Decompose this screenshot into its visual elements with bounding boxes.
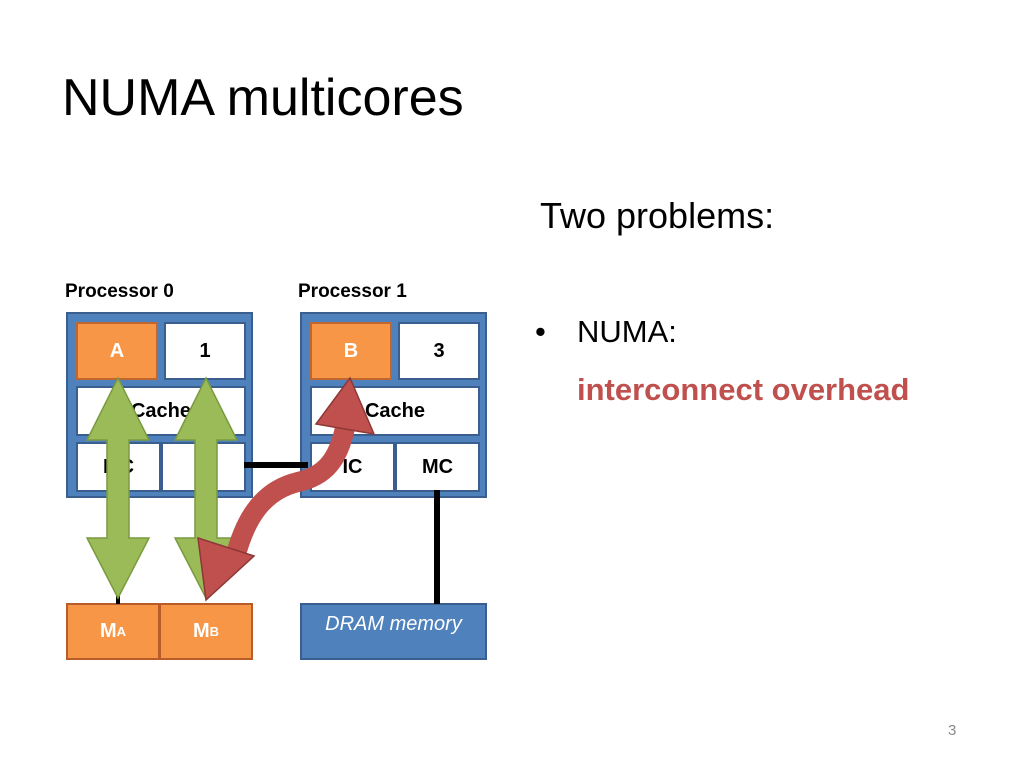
- local-access-arrow-a: [85, 376, 151, 600]
- highlight-text: interconnect overhead: [577, 372, 910, 407]
- slide-subtitle: Two problems:: [540, 195, 775, 236]
- bullet-item: • NUMA:: [535, 312, 677, 352]
- bullet-marker: •: [535, 314, 546, 349]
- interconnect-arrow-head-top: [314, 376, 376, 435]
- dram-memory: DRAM memory: [300, 603, 487, 660]
- slide-title: NUMA multicores: [62, 69, 464, 127]
- processor-0-label: Processor 0: [65, 281, 174, 302]
- page-number: 3: [948, 722, 957, 739]
- interconnect-arrow-body: [225, 425, 355, 561]
- dram-memory-label: DRAM memory: [325, 613, 462, 635]
- core-3: 3: [398, 322, 480, 380]
- processor-1-label: Processor 1: [298, 281, 407, 302]
- processor-1-memory-controller: MC: [395, 442, 480, 492]
- interconnect-arrow-head-bottom: [197, 536, 256, 602]
- core-1: 1: [164, 322, 246, 380]
- core-a: A: [76, 322, 158, 380]
- bullet-text: NUMA:: [577, 314, 677, 349]
